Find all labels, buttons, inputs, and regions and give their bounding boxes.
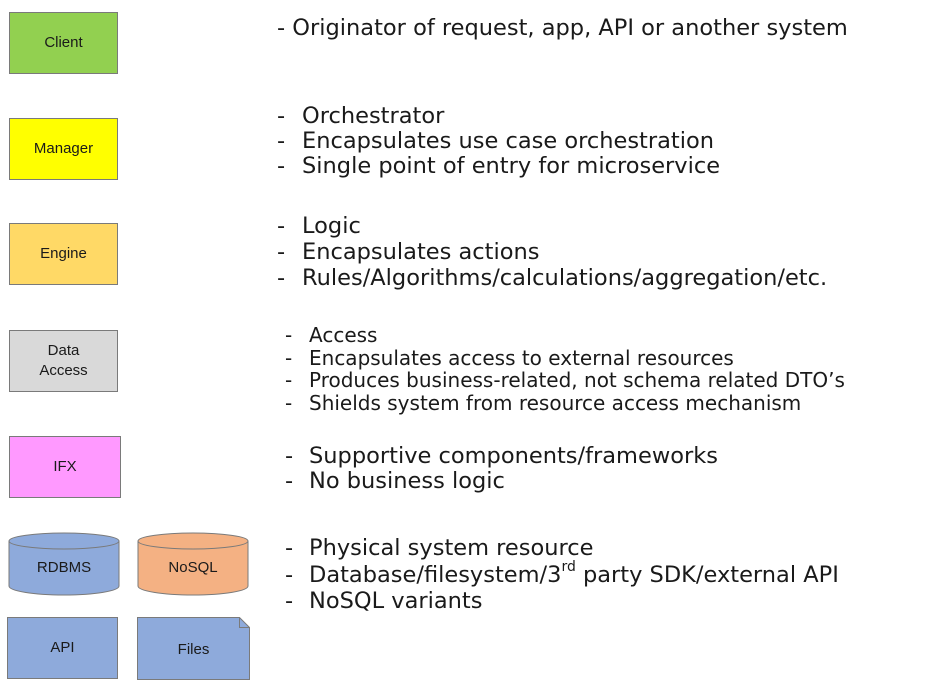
description-line: -No business logic — [285, 469, 718, 494]
description-text: Access — [309, 323, 378, 347]
files-document-body — [137, 617, 250, 680]
rdbms-cylinder-body — [8, 541, 120, 596]
data-access-label-line2: Access — [39, 362, 88, 379]
engine-label: Engine — [40, 245, 87, 262]
description-line: -NoSQL variants — [285, 589, 839, 614]
nosql-cylinder-icon — [137, 532, 249, 596]
description-line: -Shields system from resource access mec… — [285, 390, 845, 415]
client-label: Client — [44, 34, 83, 51]
description-text: Originator of request, app, API or anoth… — [292, 15, 848, 41]
description-line: -Encapsulates access to external resourc… — [285, 345, 845, 370]
files-label: Files — [177, 640, 210, 658]
dash: - — [285, 468, 294, 494]
ifx-box: IFX — [9, 436, 121, 498]
description-text: Encapsulates use case orchestration — [302, 128, 715, 154]
data-access-description: -Access -Encapsulates access to external… — [285, 324, 845, 414]
dash: - — [277, 128, 286, 154]
manager-label: Manager — [33, 140, 94, 157]
dash: - — [277, 213, 286, 239]
description-text: Single point of entry for microservice — [302, 153, 721, 179]
rdbms-cylinder-top — [8, 532, 120, 550]
dash: - — [277, 239, 286, 265]
description-text: Orchestrator — [302, 103, 445, 129]
description-text: NoSQL variants — [309, 588, 483, 614]
description-text: Encapsulates actions — [302, 239, 540, 265]
dash: - — [285, 588, 294, 614]
nosql-cylinder-body — [137, 541, 249, 596]
api-label: API — [50, 639, 75, 656]
resources-description: -Physical system resource -Database/file… — [285, 536, 839, 614]
nosql-label: NoSQL — [168, 558, 218, 576]
data-access-label-line1: Data — [47, 342, 80, 359]
description-line: -Supportive components/frameworks — [285, 444, 718, 469]
description-text: Produces business-related, not schema re… — [309, 368, 845, 392]
dash: - — [285, 443, 294, 469]
files-document-icon — [137, 617, 250, 680]
description-line: -Encapsulates actions — [277, 240, 827, 265]
data-access-box: Data Access — [9, 330, 118, 392]
dash: - — [277, 103, 286, 129]
description-text: Database/filesystem/3 — [309, 561, 562, 588]
manager-description: -Orchestrator -Encapsulates use case orc… — [277, 104, 720, 179]
description-text: Physical system resource — [309, 535, 594, 561]
dash: - — [285, 535, 294, 561]
description-line: - Originator of request, app, API or ano… — [277, 16, 848, 41]
dash: - — [285, 561, 294, 588]
rdbms-cylinder-icon — [8, 532, 120, 596]
dash: - — [285, 323, 293, 347]
description-text: party SDK/external API — [575, 561, 839, 588]
description-line: -Encapsulates use case orchestration — [277, 129, 720, 154]
description-text: No business logic — [309, 468, 505, 494]
description-text: Supportive components/frameworks — [309, 443, 718, 469]
dash: - — [285, 368, 293, 392]
description-line: -Rules/Algorithms/calculations/aggregati… — [277, 266, 827, 291]
description-text: Shields system from resource access mech… — [309, 390, 802, 415]
engine-description: -Logic -Encapsulates actions -Rules/Algo… — [277, 214, 827, 291]
description-line: -Orchestrator — [277, 104, 720, 129]
description-line: -Access — [285, 324, 845, 347]
description-text: Logic — [302, 213, 361, 239]
files-document-fold — [239, 617, 250, 628]
description-line: -Database/filesystem/3rd party SDK/exter… — [285, 560, 839, 588]
client-description: - Originator of request, app, API or ano… — [277, 16, 848, 41]
description-text: Encapsulates access to external resource… — [309, 345, 734, 370]
dash: - — [285, 390, 293, 415]
manager-box: Manager — [9, 118, 118, 180]
dash: - — [285, 345, 293, 370]
dash: - — [277, 265, 286, 291]
description-line: -Physical system resource — [285, 536, 839, 561]
description-line: -Logic — [277, 214, 827, 239]
api-box: API — [7, 617, 118, 679]
engine-box: Engine — [9, 223, 118, 285]
ifx-description: -Supportive components/frameworks -No bu… — [285, 444, 718, 494]
description-text: Rules/Algorithms/calculations/aggregatio… — [302, 265, 828, 291]
rdbms-label: RDBMS — [36, 558, 92, 576]
ifx-label: IFX — [53, 458, 77, 475]
ordinal-superscript: rd — [561, 558, 576, 575]
client-box: Client — [9, 12, 118, 74]
description-line: -Produces business-related, not schema r… — [285, 369, 845, 392]
description-line: -Single point of entry for microservice — [277, 154, 720, 179]
nosql-cylinder-top — [137, 532, 249, 550]
dash: - — [277, 153, 286, 179]
dash: - — [277, 15, 286, 41]
